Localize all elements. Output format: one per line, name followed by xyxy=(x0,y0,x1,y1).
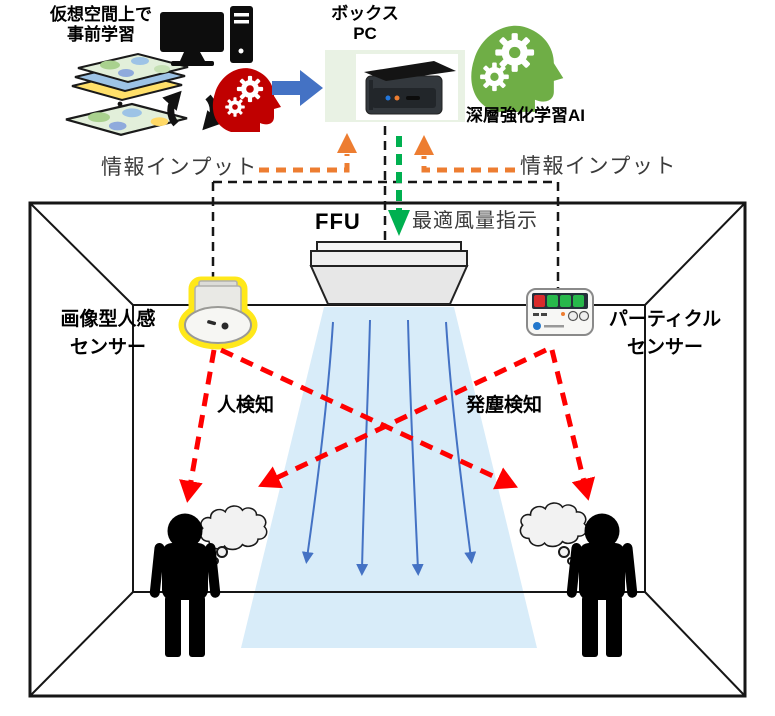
detection-arrow-left-down xyxy=(179,349,217,503)
pretraining-line1: 仮想空間上で xyxy=(50,5,152,24)
dust-detection-label: 発塵検知 xyxy=(466,395,543,416)
particle-sensor-line2: センサー xyxy=(626,336,703,358)
box-pc-line2: PC xyxy=(353,24,377,44)
up-arrow-icon xyxy=(414,135,434,155)
box-pc-label: ボックス PC xyxy=(322,4,408,45)
down-arrow-icon xyxy=(388,210,410,236)
human-sensor-line1: 画像型人感 xyxy=(60,309,156,330)
human-sensor-label: 画像型人感 センサー xyxy=(36,306,180,361)
detection-arrow-right-cross xyxy=(258,347,548,489)
sensor-signal-dashed-lines xyxy=(211,126,560,289)
ai-brain-green-icon xyxy=(471,25,564,112)
airflow-arrows xyxy=(301,319,477,576)
map-layers-icon xyxy=(64,53,189,136)
ai-label: 深層強化学習AI xyxy=(466,106,585,125)
detection-arrows xyxy=(179,347,596,503)
detection-arrow-left-cross xyxy=(219,347,518,490)
info-input-right-label: 情報インプット xyxy=(520,155,677,178)
particle-sensor-icon xyxy=(526,288,594,336)
sync-arrows-icon xyxy=(162,90,222,131)
ai-brain-red-icon xyxy=(212,68,281,132)
transfer-arrow-icon xyxy=(272,70,323,106)
airflow-cone xyxy=(241,307,537,648)
detection-arrow-right-down xyxy=(549,349,596,501)
ffu-label: FFU xyxy=(315,209,361,234)
human-sensor-icon xyxy=(178,276,258,350)
particle-sensor-label: パーティクル センサー xyxy=(593,306,737,361)
particle-sensor-line1: パーティクル xyxy=(608,309,722,330)
pretraining-label: 仮想空間上で 事前学習 xyxy=(28,5,174,46)
box-pc-image xyxy=(356,54,458,120)
box-pc-line1: ボックス xyxy=(331,4,399,23)
computer-icon xyxy=(160,6,253,66)
pretraining-line2: 事前学習 xyxy=(67,25,135,45)
ffu-unit xyxy=(309,241,469,305)
info-input-left-label: 情報インプット xyxy=(101,156,258,179)
human-detection-label: 人検知 xyxy=(217,395,275,416)
info-input-arrow-left xyxy=(259,133,357,173)
info-input-arrow-right xyxy=(414,135,515,173)
airflow-command-arrow xyxy=(388,136,410,236)
human-sensor-line2: センサー xyxy=(69,336,146,358)
up-arrow-icon xyxy=(337,133,357,153)
airflow-command-label: 最適風量指示 xyxy=(412,210,538,232)
